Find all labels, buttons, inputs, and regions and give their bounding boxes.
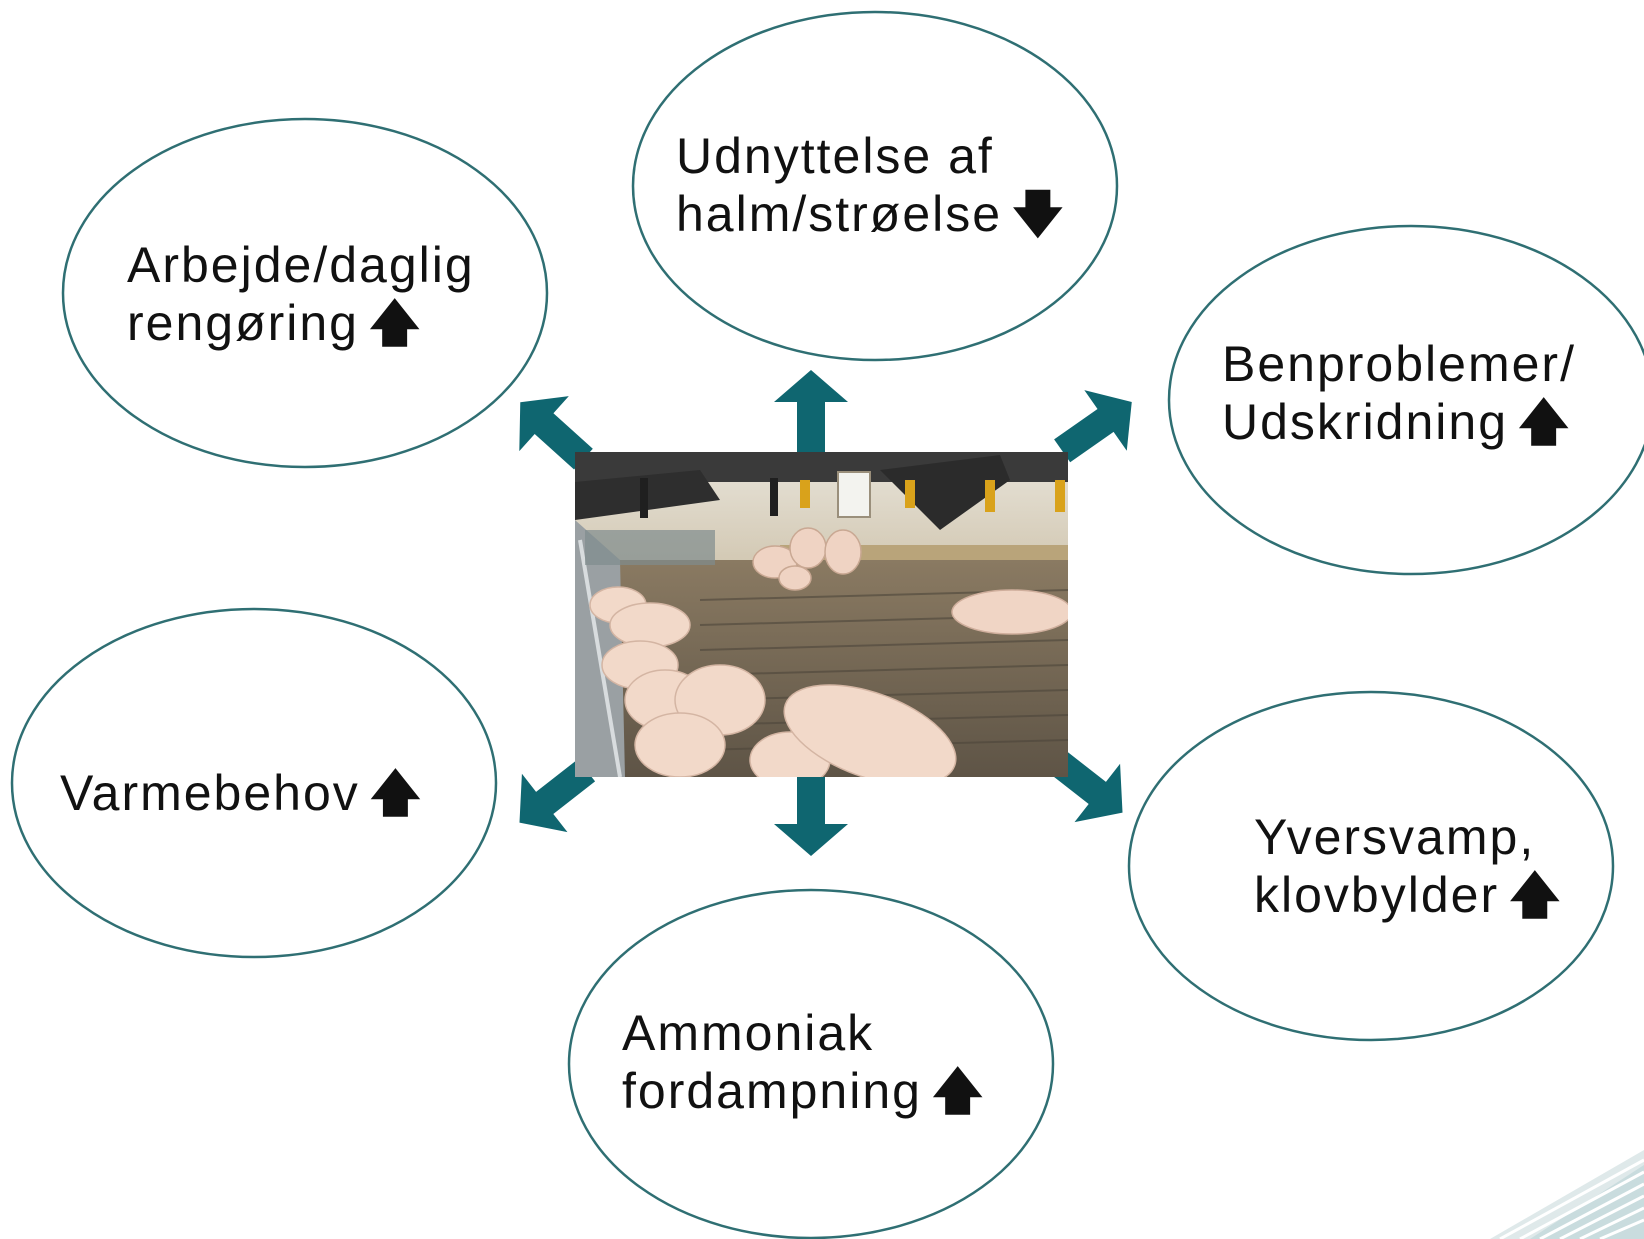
arrow-down-icon: 🡇 <box>1012 186 1066 242</box>
node-top-left-line2-text: rengøring <box>127 295 359 351</box>
node-bottom-right-text: Yversvamp, klovbylder🡅 <box>1254 808 1563 924</box>
arrow-up-icon: 🡅 <box>931 1063 986 1119</box>
node-bottom-line1: Ammoniak <box>622 1005 875 1061</box>
node-right-line1: Benproblemer/ <box>1222 336 1576 392</box>
ellipse-left <box>10 607 498 959</box>
arrow-to-bottom <box>774 771 848 856</box>
arrow-up-icon: 🡅 <box>1518 394 1572 450</box>
node-top-left-line2: rengøring🡅 <box>127 294 475 352</box>
arrow-to-top <box>774 370 848 455</box>
node-right-line2: Udskridning🡅 <box>1222 393 1576 451</box>
ellipse-right <box>1167 224 1644 576</box>
ellipse-top-left <box>61 117 549 469</box>
node-bottom-line2-text: fordampning <box>622 1063 922 1119</box>
arrow-to-top-left <box>519 396 593 470</box>
node-bottom-line2: fordampning🡅 <box>622 1062 985 1120</box>
node-top-line2: halm/strøelse🡇 <box>676 185 1065 243</box>
node-bottom-right-line2: klovbylder🡅 <box>1254 866 1563 924</box>
node-bottom-right-line2-text: klovbylder <box>1254 867 1500 923</box>
node-top-line2-text: halm/strøelse <box>676 186 1003 242</box>
node-left-line1: Varmebehov🡅 <box>60 764 423 822</box>
corner-decoration <box>1490 1150 1644 1239</box>
arrow-up-icon: 🡅 <box>1509 867 1563 923</box>
arrow-to-right <box>1054 390 1132 463</box>
ellipse-bottom-right <box>1127 690 1615 1042</box>
node-bottom-text: Ammoniak fordampning🡅 <box>622 1004 985 1120</box>
node-bottom-right-line1: Yversvamp, <box>1254 809 1536 865</box>
node-top-left-line1: Arbejde/daglig <box>127 237 475 293</box>
node-right-text: Benproblemer/ Udskridning🡅 <box>1222 335 1576 451</box>
arrow-to-left <box>519 759 596 833</box>
ellipse-bottom <box>567 888 1055 1239</box>
arrow-up-icon: 🡅 <box>369 765 424 821</box>
node-top-left-text: Arbejde/daglig rengøring🡅 <box>127 236 475 352</box>
node-top-line1: Udnyttelse af <box>676 128 994 184</box>
pig-barn-photo <box>575 452 1068 777</box>
node-left-line1-text: Varmebehov <box>60 765 360 821</box>
node-left-text: Varmebehov🡅 <box>60 764 423 822</box>
node-right-line2-text: Udskridning <box>1222 394 1509 450</box>
ellipse-top <box>631 10 1119 362</box>
arrow-up-icon: 🡅 <box>369 295 423 351</box>
node-top-text: Udnyttelse af halm/strøelse🡇 <box>676 127 1065 243</box>
